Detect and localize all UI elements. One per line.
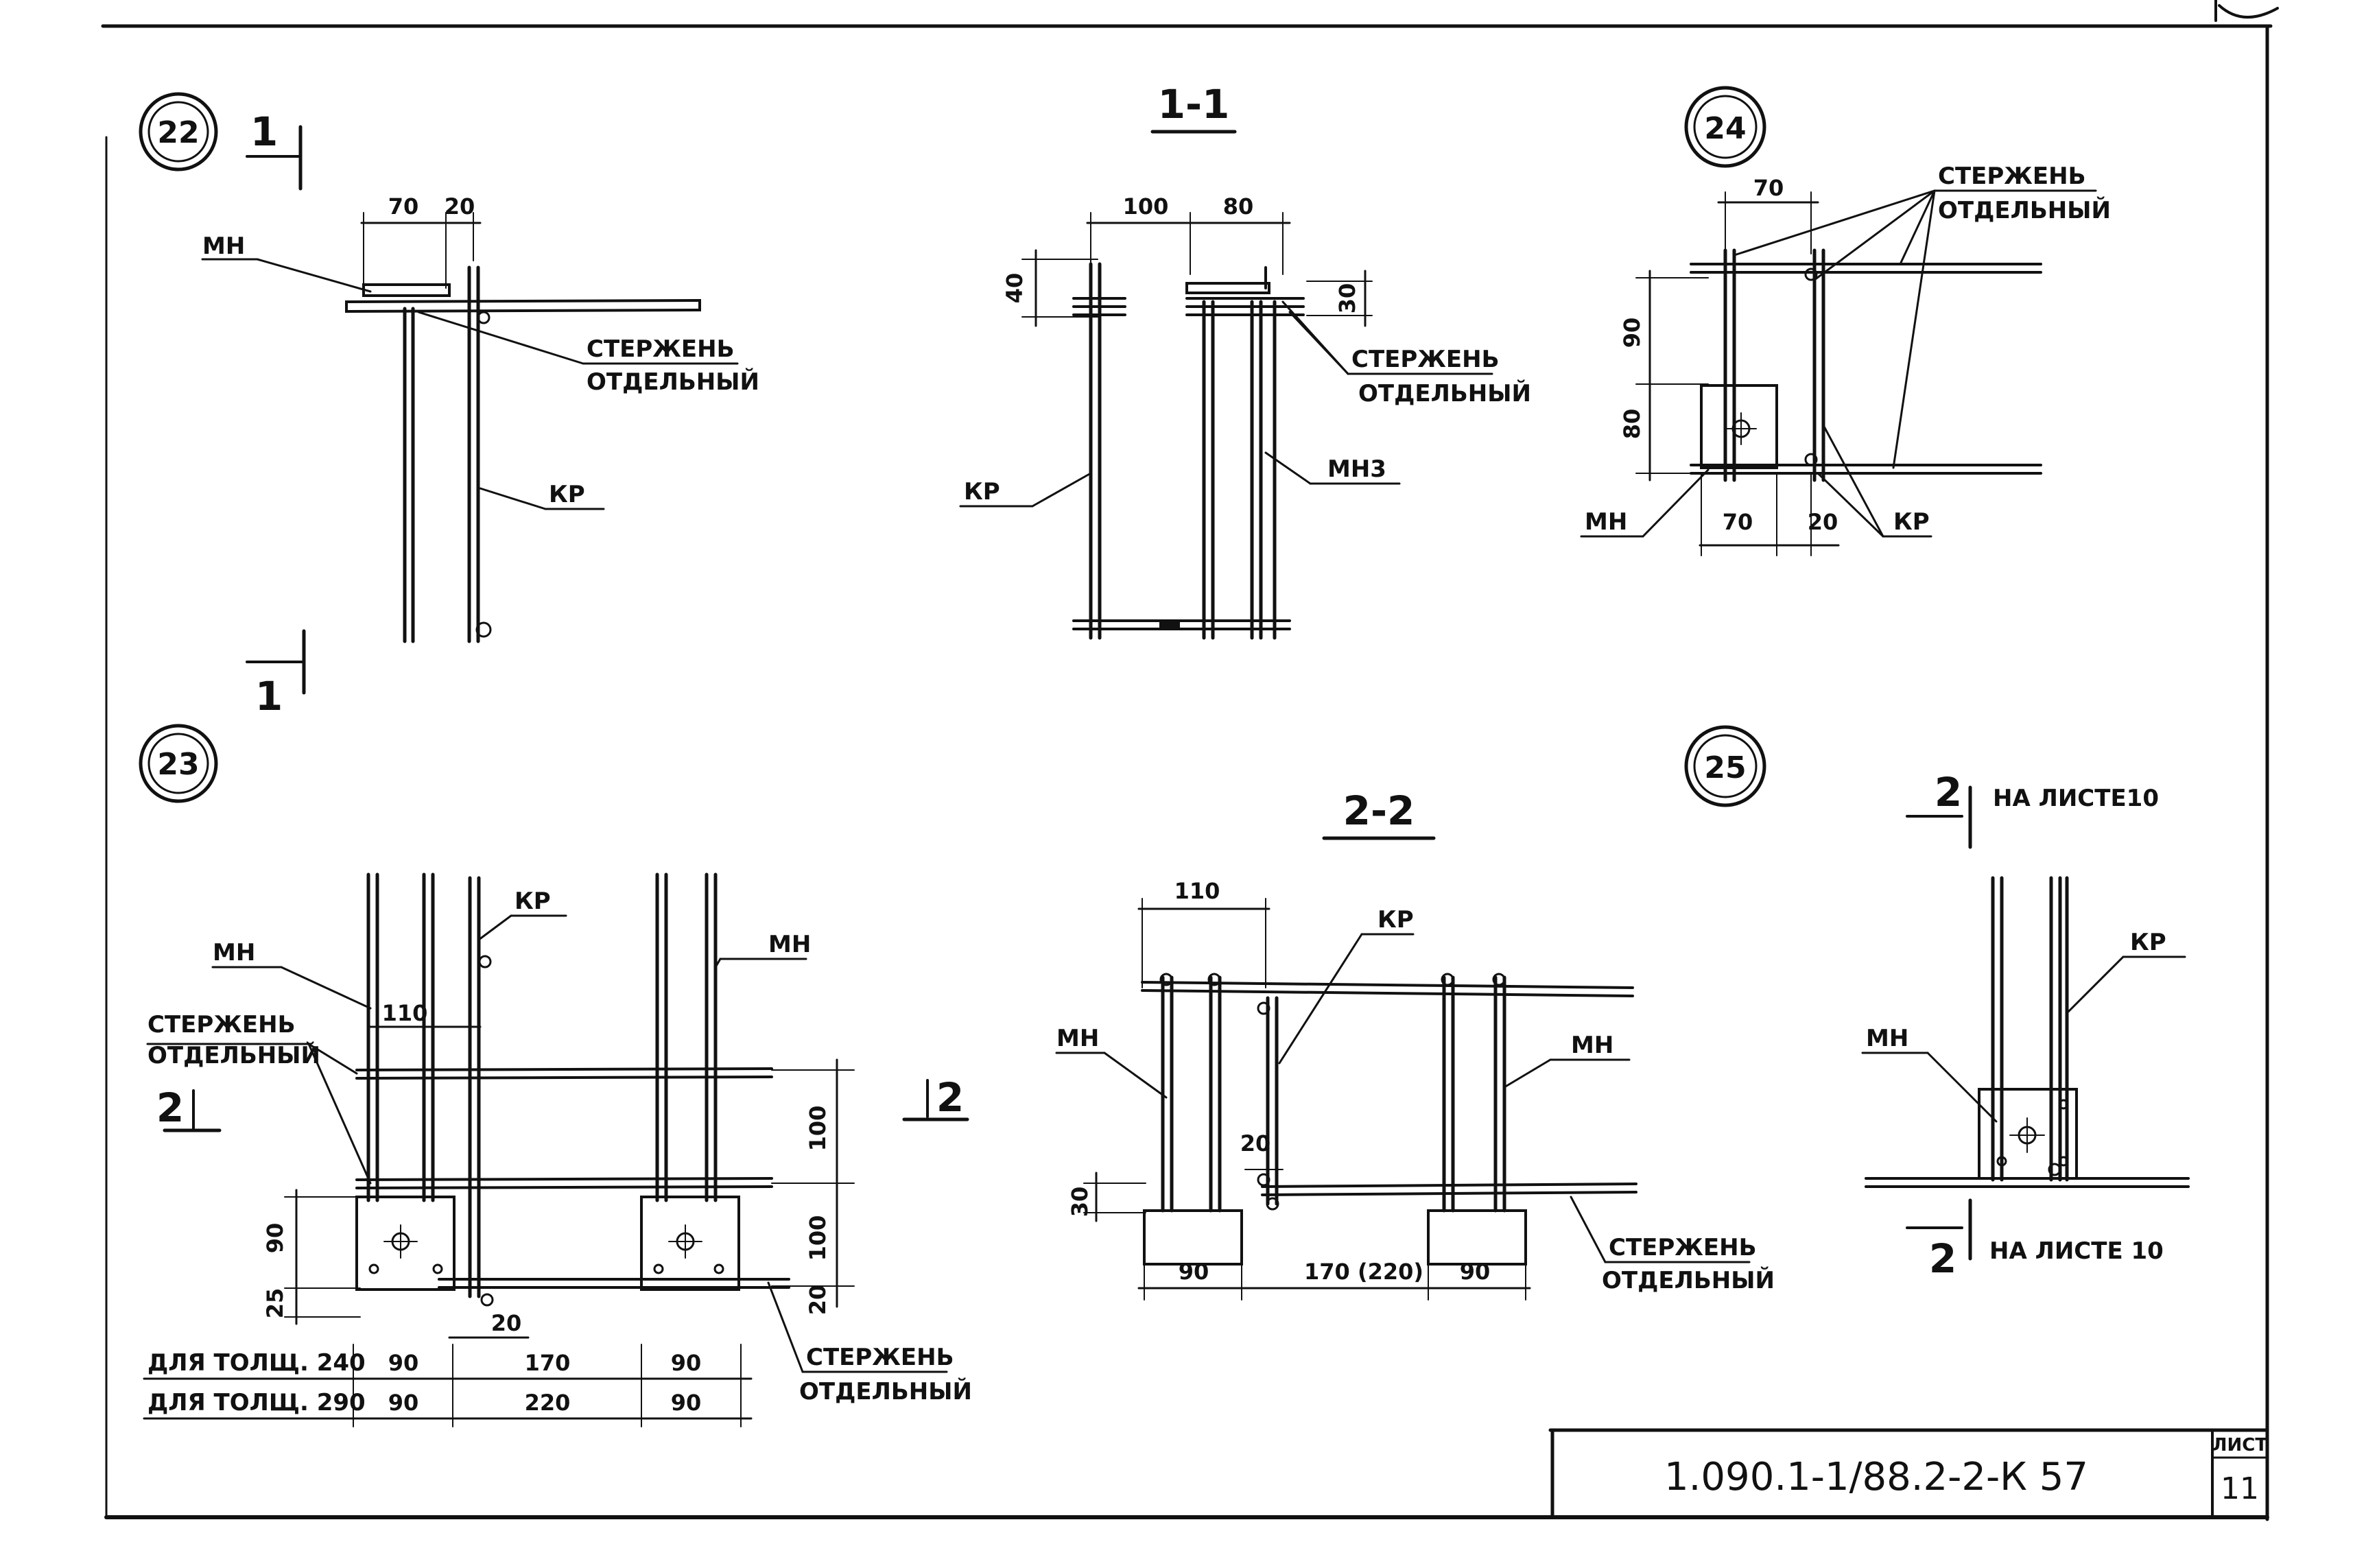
dim-100-node23-upper: 100 bbox=[805, 1106, 831, 1152]
label-rod-section11-l1: СТЕРЖЕНЬ bbox=[1351, 346, 1500, 373]
label-mn-node25: МН bbox=[1866, 1025, 1908, 1052]
label-rod-node23-l2: ОТДЕЛЬНЫЙ bbox=[147, 1041, 320, 1069]
label-rod-node22-l2: ОТДЕЛЬНЫЙ bbox=[587, 368, 759, 396]
cut-mark-2-right: 2 bbox=[936, 1074, 964, 1121]
label-kr-node23: КР bbox=[515, 888, 551, 915]
dim-25-node23: 25 bbox=[262, 1288, 288, 1319]
dim-100: 100 bbox=[1123, 193, 1169, 219]
node-22-detail: 22 1 1 70 20 МН СТЕРЖЕНЬ ОТДЕЛЬНЫЙ КР bbox=[139, 92, 759, 720]
node-22-marker bbox=[139, 92, 218, 171]
dim-90-section22-left: 90 bbox=[1179, 1259, 1209, 1285]
on-sheet-top: НА ЛИСТЕ10 bbox=[1993, 785, 2159, 812]
label-rod-node24-l1: СТЕРЖЕНЬ bbox=[1938, 163, 2086, 190]
dim-80-node24: 80 bbox=[1619, 409, 1645, 440]
dim-170-row240: 170 bbox=[525, 1350, 571, 1376]
label-kr-node22: КР bbox=[549, 481, 585, 508]
sheet-label: ЛИСТ bbox=[2212, 1435, 2267, 1456]
dim-40: 40 bbox=[1002, 273, 1028, 304]
section-2-2: 2-2 110 30 20 bbox=[1055, 787, 1775, 1300]
document-code: 1.090.1-1/88.2-2-К 57 bbox=[1664, 1455, 2088, 1499]
label-rod-node22-l1: СТЕРЖЕНЬ bbox=[587, 335, 735, 363]
section-1-1-title: 1-1 bbox=[1158, 81, 1230, 128]
dim-90-section22-right: 90 bbox=[1460, 1259, 1491, 1285]
node-23-detail: 23 110 bbox=[139, 724, 972, 1427]
dim-110-node23: 110 bbox=[382, 1000, 428, 1026]
dim-90-row290-b: 90 bbox=[671, 1390, 702, 1416]
node-22-number: 22 bbox=[157, 115, 199, 150]
label-mn-node22: МН bbox=[202, 233, 245, 260]
label-mn-section22-right: МН bbox=[1571, 1032, 1613, 1059]
on-sheet-bottom: НА ЛИСТЕ 10 bbox=[1989, 1237, 2164, 1265]
label-rod-section22-l2: ОТДЕЛЬНЫЙ bbox=[1602, 1266, 1775, 1294]
label-kr-node24: КР bbox=[1893, 508, 1930, 536]
dim-20: 20 bbox=[445, 193, 475, 219]
label-rod-section11-l2: ОТДЕЛЬНЫЙ bbox=[1358, 379, 1531, 407]
sheet-frame bbox=[101, 0, 2279, 1521]
sheet-number: 11 bbox=[2221, 1471, 2259, 1506]
node-25-number: 25 bbox=[1704, 750, 1746, 785]
dim-30-section22: 30 bbox=[1067, 1187, 1093, 1217]
label-rod-section22-l1: СТЕРЖЕНЬ bbox=[1609, 1234, 1757, 1261]
label-rod-node24-l2: ОТДЕЛЬНЫЙ bbox=[1938, 196, 2111, 224]
dim-20-section22: 20 bbox=[1240, 1130, 1271, 1156]
dim-70-node24-top: 70 bbox=[1753, 175, 1784, 201]
dim-170-220-section22: 170 (220) bbox=[1304, 1259, 1423, 1285]
cut-mark-2-bottom-node25: 2 bbox=[1929, 1235, 1956, 1282]
dim-100-node23-lower: 100 bbox=[805, 1215, 831, 1261]
dim-90-row290-a: 90 bbox=[388, 1390, 419, 1416]
dim-80: 80 bbox=[1223, 193, 1254, 219]
label-rod-node23-l1: СТЕРЖЕНЬ bbox=[147, 1011, 296, 1038]
dim-30: 30 bbox=[1334, 283, 1360, 314]
dim-70: 70 bbox=[388, 193, 419, 219]
node-24-detail: 24 70 90 80 70 20 bbox=[1580, 86, 2111, 556]
label-kr-section11: КР bbox=[964, 478, 1000, 506]
section-1-1: 1-1 100 80 40 30 bbox=[959, 81, 1531, 640]
title-block: 1.090.1-1/88.2-2-К 57 ЛИСТ 11 bbox=[1548, 1428, 2269, 1519]
dim-90-row240-b: 90 bbox=[671, 1350, 702, 1376]
label-kr-section22: КР bbox=[1377, 906, 1414, 934]
node-25-detail: 25 2 НА ЛИСТЕ10 2 НА ЛИСТЕ 10 МН КР bbox=[1684, 725, 2190, 1282]
dim-220-row290: 220 bbox=[525, 1390, 571, 1416]
dim-90-node24: 90 bbox=[1619, 318, 1645, 348]
label-rod-node23b-l1: СТЕРЖЕНЬ bbox=[806, 1344, 954, 1371]
label-mn-node23-right: МН bbox=[768, 931, 811, 958]
thickness-row-290: ДЛЯ ТОЛЩ. 290 bbox=[147, 1389, 366, 1416]
label-kr-node25: КР bbox=[2130, 929, 2166, 956]
node-24-number: 24 bbox=[1704, 111, 1746, 146]
label-rod-node23b-l2: ОТДЕЛЬНЫЙ bbox=[799, 1377, 972, 1405]
dim-90-node23-left: 90 bbox=[262, 1223, 288, 1254]
dim-20-node24: 20 bbox=[1808, 509, 1838, 535]
cut-mark-1-top: 1 bbox=[250, 108, 278, 155]
cut-mark-1-bottom: 1 bbox=[255, 673, 283, 720]
label-mn3: МН3 bbox=[1327, 455, 1386, 483]
cut-mark-2-left: 2 bbox=[156, 1084, 184, 1131]
dim-20-node23-right: 20 bbox=[805, 1285, 831, 1316]
node-23-number: 23 bbox=[157, 747, 199, 782]
dim-90-row240-a: 90 bbox=[388, 1350, 419, 1376]
label-mn-section22-left: МН bbox=[1056, 1025, 1099, 1052]
dim-110-section22: 110 bbox=[1174, 878, 1220, 904]
label-mn-node23-left: МН bbox=[213, 939, 255, 966]
cut-mark-2-top-node25: 2 bbox=[1935, 769, 1962, 816]
node-23-marker bbox=[139, 724, 218, 803]
node-25-marker bbox=[1684, 725, 1766, 807]
thickness-row-240: ДЛЯ ТОЛЩ. 240 bbox=[147, 1349, 366, 1377]
section-2-2-title: 2-2 bbox=[1343, 787, 1415, 834]
label-mn-node24: МН bbox=[1585, 508, 1627, 536]
node-24-marker bbox=[1684, 86, 1766, 168]
dim-20-node23-bottom: 20 bbox=[491, 1310, 522, 1336]
dim-70-node24-bottom: 70 bbox=[1723, 509, 1753, 535]
